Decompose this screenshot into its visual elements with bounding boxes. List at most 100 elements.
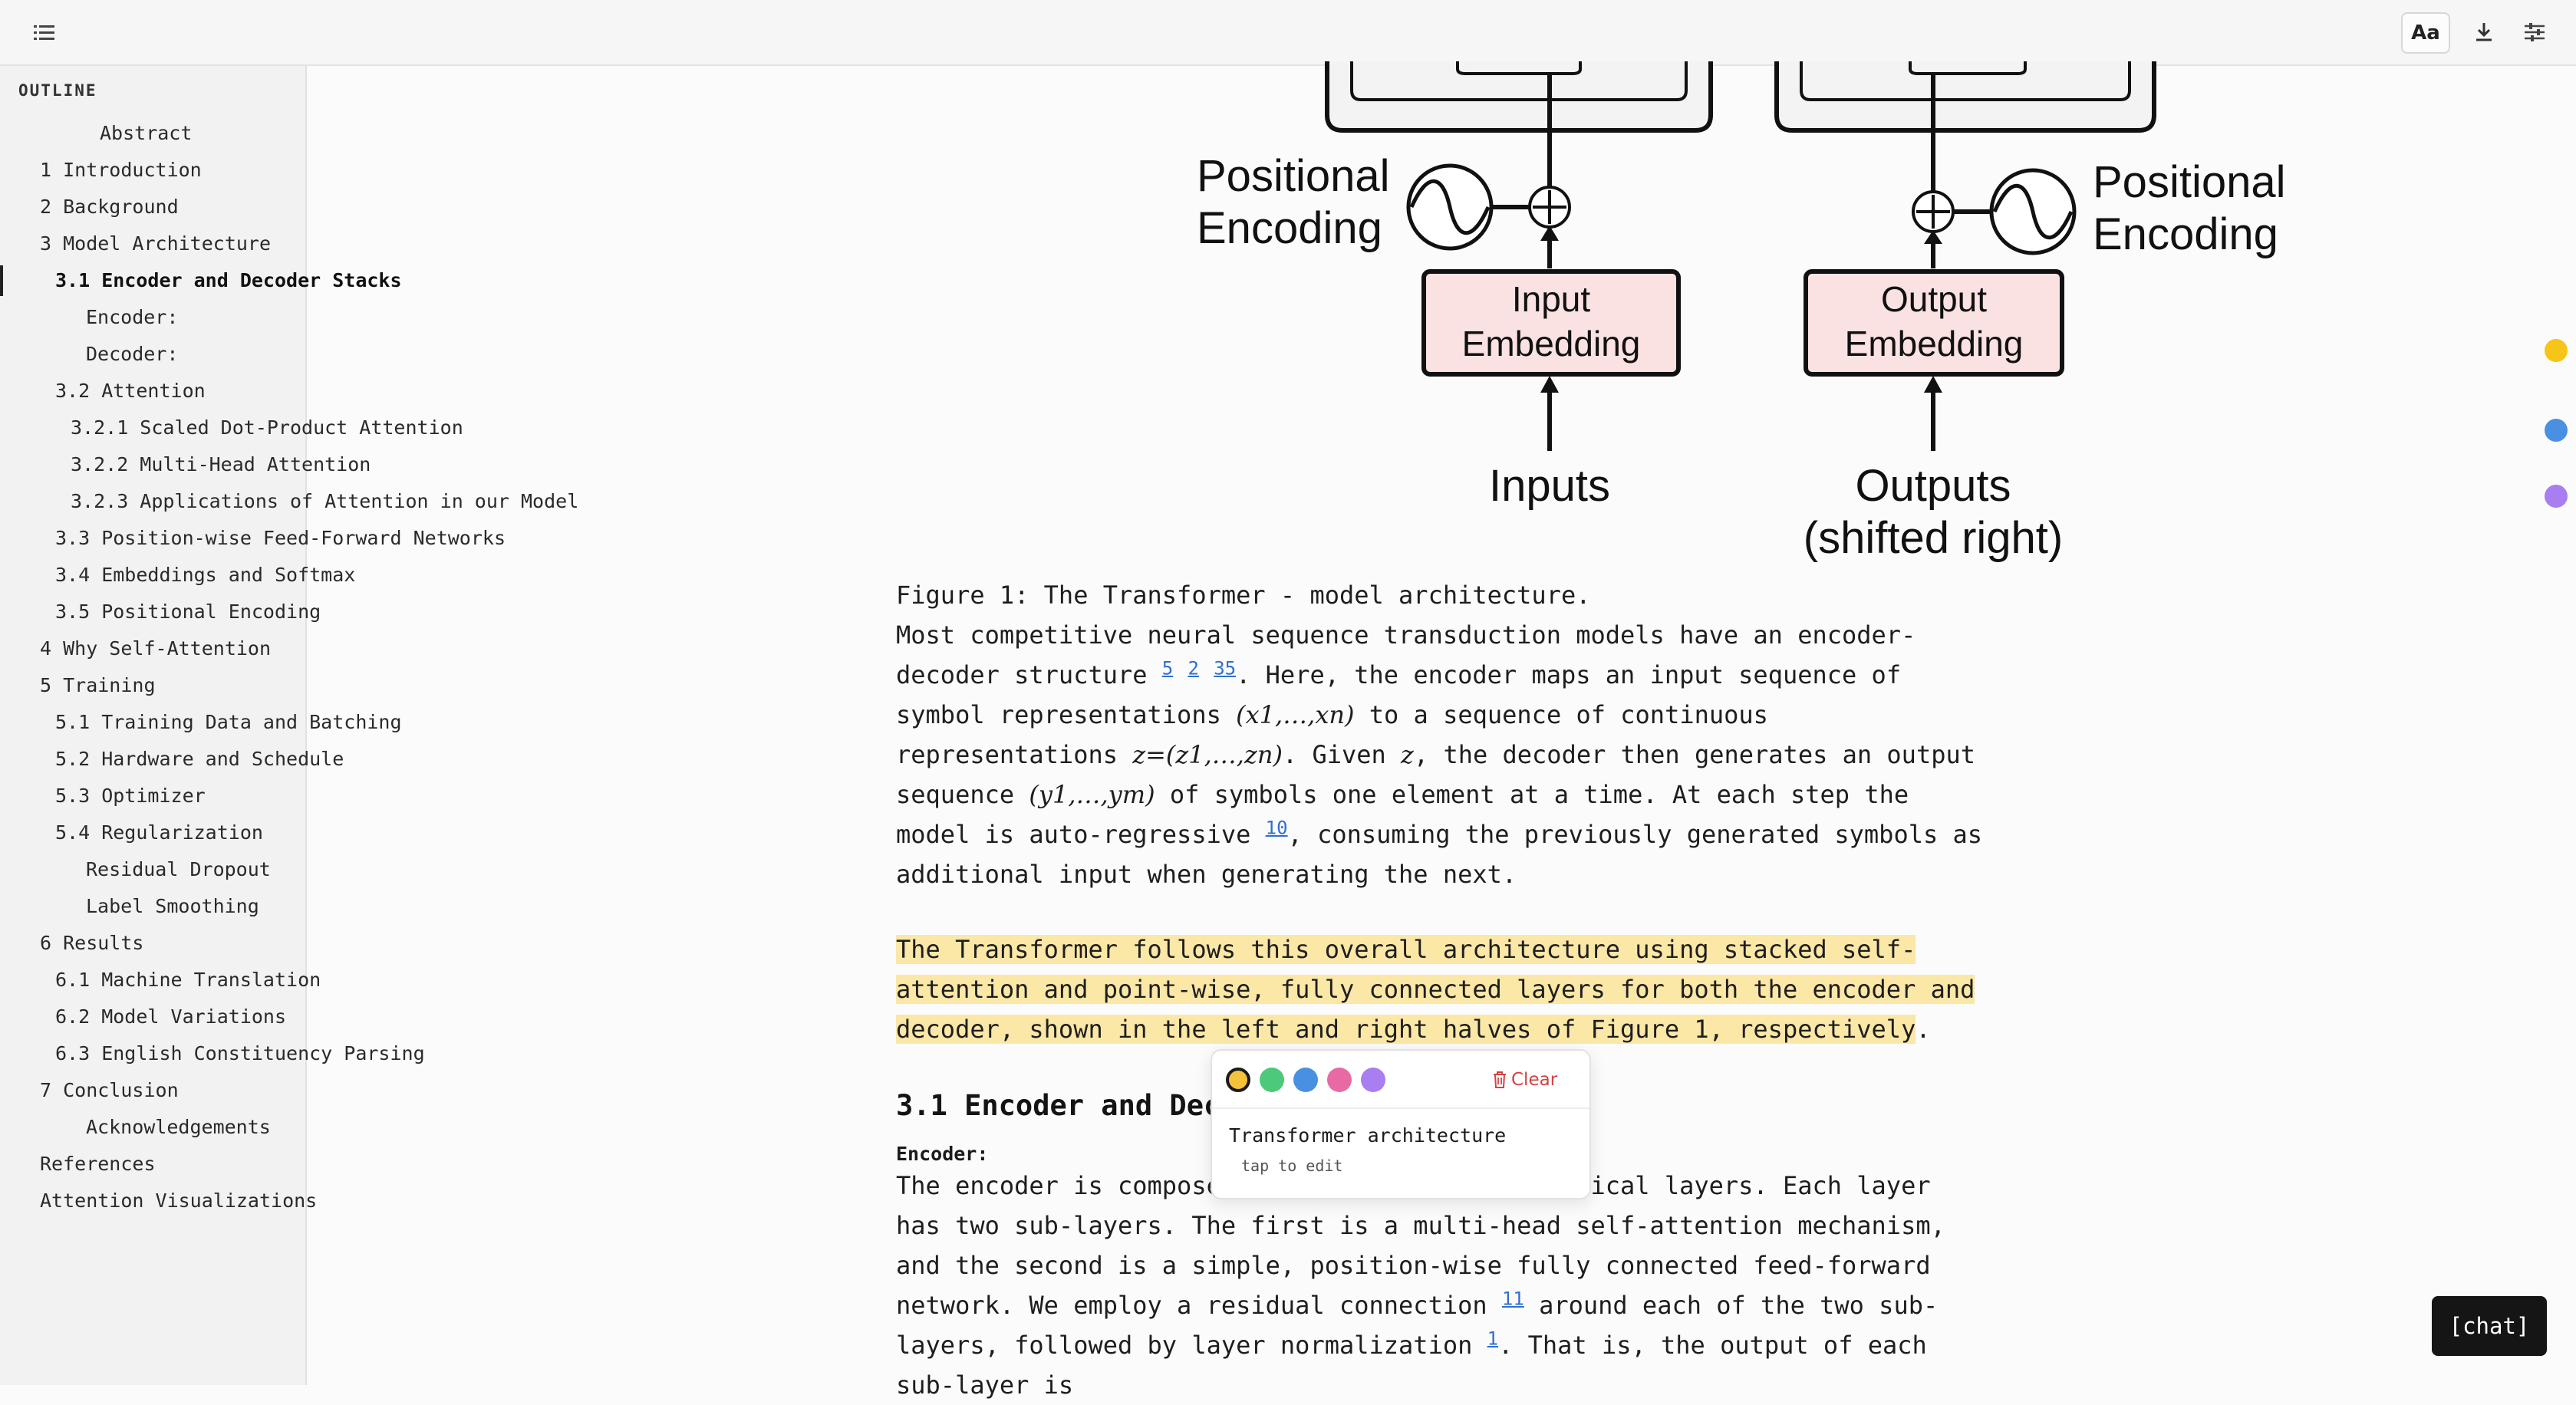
outline-item-label: 5.4 Regularization	[55, 821, 263, 844]
clear-highlight-button[interactable]: Clear	[1493, 1066, 1557, 1094]
outline-item[interactable]: 1 Introduction	[0, 152, 305, 189]
color-swatch-purple[interactable]	[1361, 1068, 1385, 1092]
download-icon[interactable]	[2469, 17, 2499, 48]
outline-item-label: 3.2.2 Multi-Head Attention	[71, 453, 371, 475]
color-swatch-blue[interactable]	[1293, 1068, 1318, 1092]
outline-item[interactable]: Attention Visualizations	[0, 1183, 318, 1219]
outline-item[interactable]: 3.2.3 Applications of Attention in our M…	[0, 483, 579, 520]
outline-item[interactable]: Acknowledgements	[0, 1109, 305, 1146]
paragraph-text: . Here, the encoder maps an input sequen…	[896, 660, 1902, 729]
font-settings-button[interactable]: Aa	[2401, 12, 2450, 54]
output-embedding-label: Output Embedding	[1844, 279, 2024, 364]
outline-item[interactable]: 6.1 Machine Translation	[0, 962, 321, 999]
outline-item[interactable]: 3.3 Position-wise Feed-Forward Networks	[0, 520, 506, 557]
outline-item-label: 3.2 Attention	[55, 380, 206, 402]
outline-item-label: References	[40, 1153, 156, 1175]
outline-item[interactable]: Abstract	[0, 115, 305, 152]
outline-item-label: 6 Results	[40, 932, 144, 954]
outline-item[interactable]: Encoder:	[0, 299, 305, 336]
outline-item-label: 3.3 Position-wise Feed-Forward Networks	[55, 527, 506, 549]
outline-item-label: 3.2.1 Scaled Dot-Product Attention	[71, 416, 463, 439]
outline-item-label: Residual Dropout	[86, 858, 271, 880]
highlight-marker-blue[interactable]	[2545, 419, 2568, 442]
outline-item-label: 3.2.3 Applications of Attention in our M…	[71, 490, 579, 512]
outline-item[interactable]: 3 Model Architecture	[0, 225, 305, 262]
outline-item[interactable]: 3.5 Positional Encoding	[0, 594, 321, 630]
outline-item-label: 3.1 Encoder and Decoder Stacks	[55, 269, 402, 291]
outline-item[interactable]: Residual Dropout	[0, 851, 305, 888]
transformer-figure: Positional Encoding Positional Encoding …	[890, 0, 2317, 660]
outline-item[interactable]: References	[0, 1146, 305, 1183]
outline-item[interactable]: 5.3 Optimizer	[0, 778, 305, 814]
text-highlight[interactable]: The Transformer follows this overall arc…	[896, 935, 1975, 1044]
outline-item[interactable]: 5.1 Training Data and Batching	[0, 704, 402, 741]
paragraph-text: , consuming the previously generated sym…	[896, 820, 1983, 889]
outline-item[interactable]: 6.3 English Constituency Parsing	[0, 1035, 425, 1072]
highlight-marker-yellow[interactable]	[2545, 339, 2568, 362]
paragraph-structure: Most competitive neural sequence transdu…	[896, 615, 1985, 894]
outline-item[interactable]: 3.2.1 Scaled Dot-Product Attention	[0, 410, 463, 446]
outline-item-label: 7 Conclusion	[40, 1079, 179, 1101]
outline-item-label: 1 Introduction	[40, 159, 202, 181]
outline-item[interactable]: Label Smoothing	[0, 888, 305, 925]
outline-item[interactable]: 7 Conclusion	[0, 1072, 305, 1109]
document-view: Positional Encoding Positional Encoding …	[307, 61, 2576, 1400]
outline-item[interactable]: 6 Results	[0, 925, 305, 962]
paragraph-text: .	[1916, 1015, 1931, 1044]
citation-link[interactable]: 10	[1265, 817, 1288, 839]
citation-link[interactable]: 11	[1501, 1288, 1524, 1310]
outline-item-label: Attention Visualizations	[40, 1189, 318, 1212]
citation-link[interactable]: 1	[1487, 1328, 1499, 1350]
chat-button[interactable]: [chat]	[2432, 1296, 2547, 1356]
outline-item-label: 3.4 Embeddings and Softmax	[55, 564, 356, 586]
outline-item-label: 3.5 Positional Encoding	[55, 600, 321, 623]
outline-list: Abstract 1 Introduction 2 Background 3 Mode…	[0, 115, 579, 1219]
outline-item[interactable]: 5.4 Regularization	[0, 814, 305, 851]
color-swatch-pink[interactable]	[1327, 1068, 1352, 1092]
paragraph-text: of symbols one element at a time. At eac…	[896, 780, 1909, 849]
outline-item[interactable]: 3.2 Attention	[0, 373, 305, 410]
outline-item-label: 5.1 Training Data and Batching	[55, 711, 402, 733]
outline-item[interactable]: 2 Background	[0, 189, 305, 225]
outline-item[interactable]: 5 Training	[0, 667, 305, 704]
positional-encoding-label-right: Positional Encoding	[2093, 157, 2286, 260]
paragraph-encoder: The encoder is composed of a stack of N=…	[896, 1166, 1985, 1405]
outline-item-label: 4 Why Self-Attention	[40, 637, 272, 660]
outline-item[interactable]: 3.2.2 Multi-Head Attention	[0, 446, 371, 483]
clear-label: Clear	[1511, 1070, 1558, 1090]
outline-item[interactable]: 3.1 Encoder and Decoder Stacks	[0, 262, 402, 299]
outline-item-label: 2 Background	[40, 196, 179, 218]
outline-item[interactable]: 3.4 Embeddings and Softmax	[0, 557, 356, 594]
outline-item-label: Decoder:	[86, 343, 179, 365]
color-swatch-yellow[interactable]	[1226, 1068, 1250, 1092]
highlight-marker-purple[interactable]	[2545, 485, 2568, 508]
outline-item[interactable]: 4 Why Self-Attention	[0, 630, 305, 667]
highlight-popover: Clear Transformer architecture tap to ed…	[1211, 1049, 1591, 1199]
outline-item-label: Label Smoothing	[86, 895, 259, 917]
outline-item-label: Acknowledgements	[86, 1116, 271, 1138]
encoder-subheading: Encoder:	[896, 1143, 989, 1165]
citation-link[interactable]: 2	[1188, 657, 1199, 679]
edit-hint: tap to edit	[1241, 1157, 1343, 1175]
outline-item-label: 6.2 Model Variations	[55, 1005, 287, 1028]
outline-toggle-icon[interactable]	[28, 20, 61, 46]
paragraph-text: . That is, the output of each sub-layer …	[896, 1331, 1927, 1400]
paragraph-text: around each of the two sub-layers, follo…	[896, 1291, 1939, 1360]
citation-link[interactable]: 35	[1214, 657, 1237, 679]
paragraph-text: to a sequence of continuous representati…	[896, 700, 1768, 769]
outline-sidebar: OUTLINE Abstract 1 Introduction 2 Backgrou…	[0, 66, 579, 1385]
citation-link[interactable]: 5	[1161, 657, 1174, 679]
figure-caption: Figure 1: The Transformer - model archit…	[896, 581, 1591, 610]
sliders-icon[interactable]	[2518, 17, 2551, 48]
paragraph-text: . Given	[1282, 740, 1402, 769]
highlight-note[interactable]: Transformer architecture	[1229, 1124, 1507, 1147]
outline-heading: OUTLINE	[18, 81, 97, 100]
inputs-label: Inputs	[1489, 461, 1610, 511]
outline-item[interactable]: 5.2 Hardware and Schedule	[0, 741, 344, 778]
outline-item[interactable]: 6.2 Model Variations	[0, 999, 305, 1035]
trash-icon	[1494, 1071, 1506, 1088]
paragraph-highlighted: The Transformer follows this overall arc…	[896, 930, 1985, 1049]
color-swatch-green[interactable]	[1260, 1068, 1284, 1092]
outline-item[interactable]: Decoder:	[0, 336, 305, 373]
math-z-sequence: z=(z1,…,zn)	[1132, 740, 1283, 769]
